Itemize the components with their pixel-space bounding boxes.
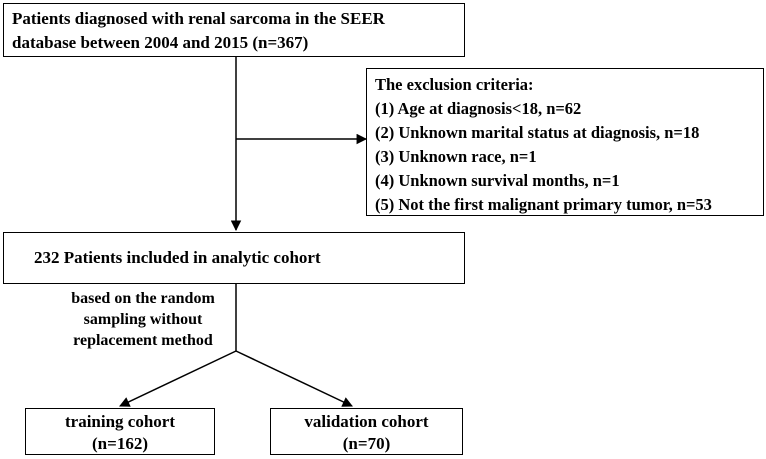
sampling-method-text: based on the random sampling without rep…	[52, 288, 234, 351]
source-line-2: database between 2004 and 2015 (n=367)	[12, 33, 309, 52]
method-line-3: replacement method	[73, 332, 213, 349]
source-population-box: Patients diagnosed with renal sarcoma in…	[3, 3, 465, 57]
source-line-1: Patients diagnosed with renal sarcoma in…	[12, 9, 385, 28]
validation-count: (n=70)	[342, 434, 391, 453]
validation-cohort-box: validation cohort (n=70)	[270, 408, 463, 455]
method-line-1: based on the random	[71, 290, 215, 307]
method-line-2: sampling without	[83, 311, 203, 328]
exclusion-item: (4) Unknown survival months, n=1	[375, 171, 620, 190]
exclusion-title: The exclusion criteria:	[375, 75, 534, 94]
arrow-to-validation	[235, 350, 353, 407]
training-label: training cohort	[64, 412, 176, 431]
validation-label: validation cohort	[304, 412, 429, 431]
exclusion-item: (5) Not the first malignant primary tumo…	[375, 195, 712, 214]
exclusion-item: (3) Unknown race, n=1	[375, 147, 537, 166]
exclusion-criteria-box: The exclusion criteria: (1) Age at diagn…	[366, 68, 764, 216]
analytic-cohort-box: 232 Patients included in analytic cohort	[3, 232, 465, 284]
training-count: (n=162)	[92, 434, 148, 453]
training-cohort-box: training cohort (n=162)	[25, 408, 215, 455]
analytic-cohort-label: 232 Patients included in analytic cohort	[34, 248, 321, 267]
exclusion-item: (2) Unknown marital status at diagnosis,…	[375, 123, 700, 142]
exclusion-item: (1) Age at diagnosis<18, n=62	[375, 99, 582, 118]
arrow-to-training	[119, 350, 237, 407]
